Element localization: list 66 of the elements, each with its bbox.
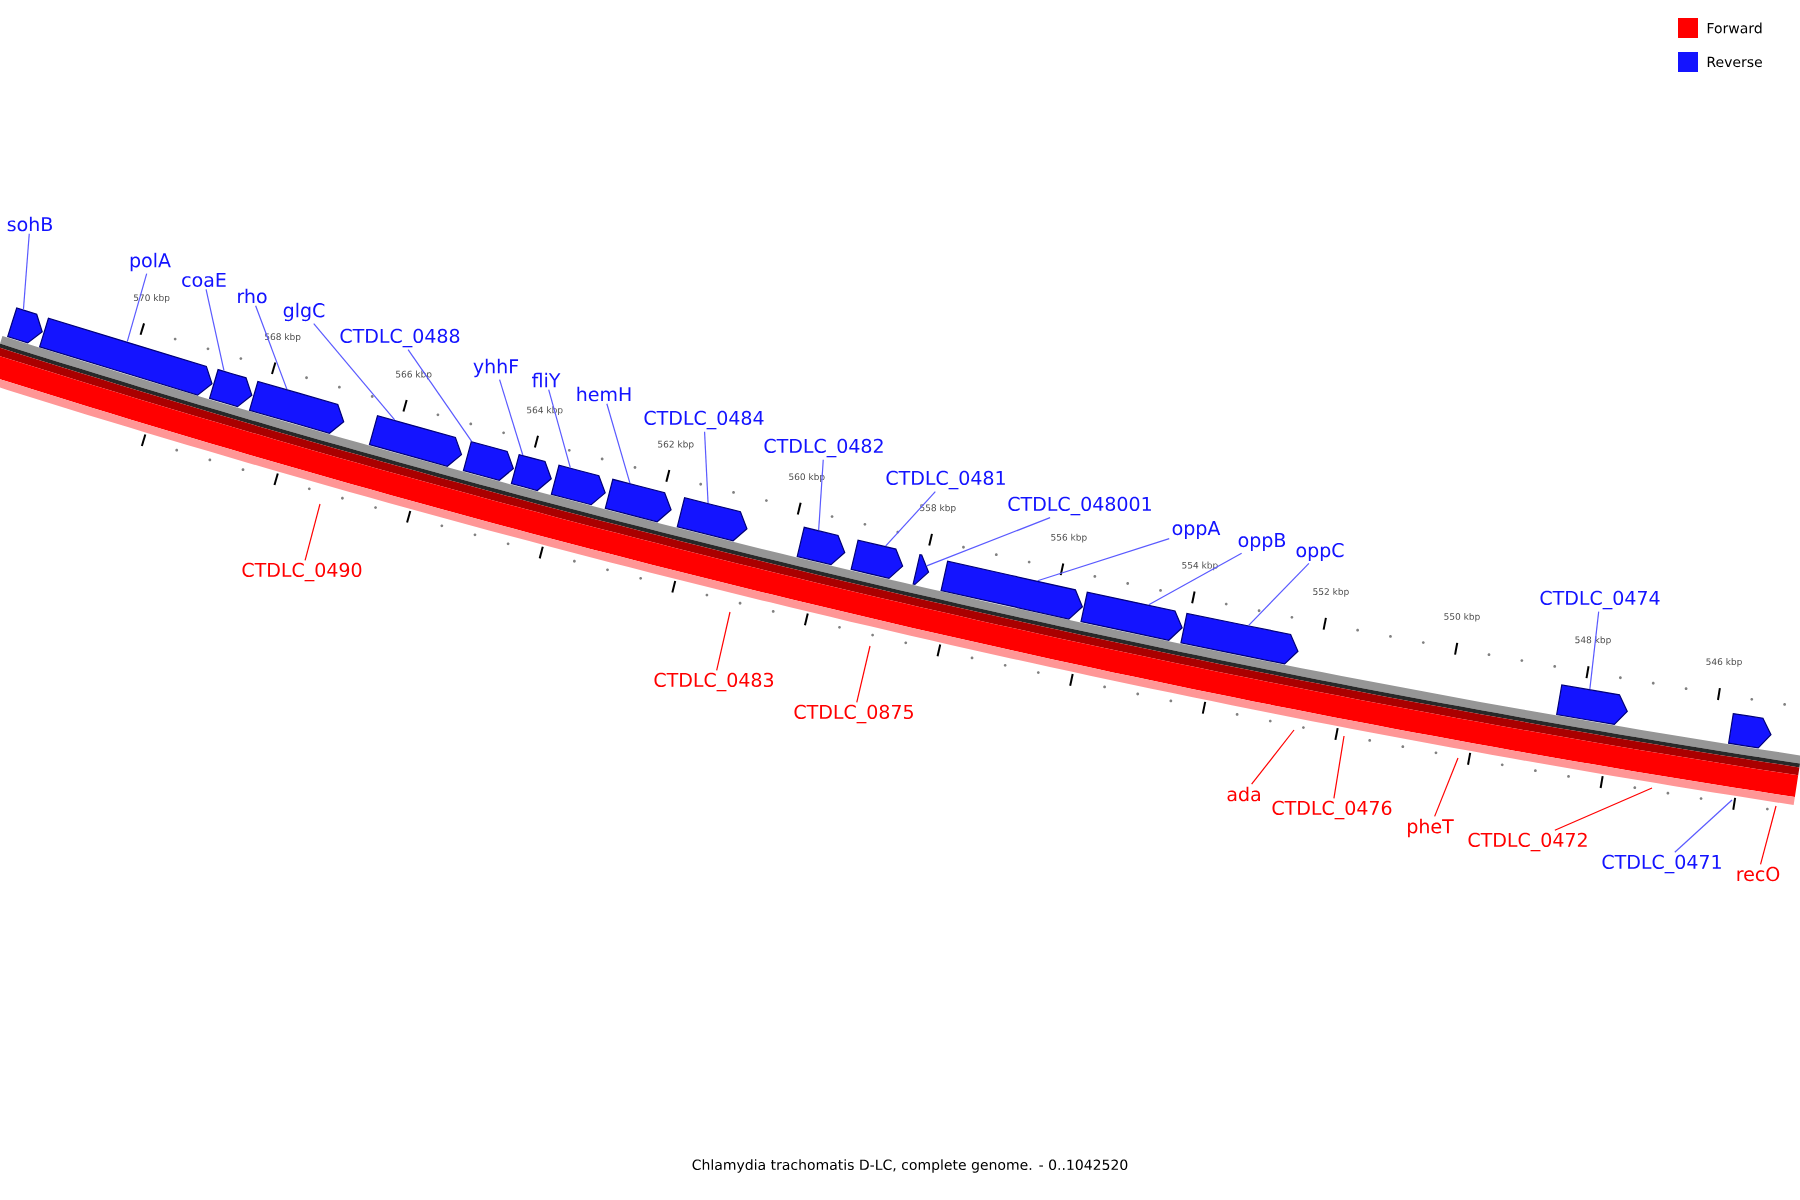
leader-line — [1674, 799, 1733, 853]
leader-line — [1333, 735, 1345, 799]
gene-feature — [604, 478, 672, 523]
leader-line — [205, 288, 225, 372]
gene-label: oppB — [1238, 533, 1286, 551]
gene-label: CTDLC_0483 — [654, 672, 774, 692]
gene-label: CTDLC_0476 — [1272, 800, 1392, 820]
gene-label: rho — [238, 288, 267, 304]
leader-line — [313, 322, 396, 421]
leader-line — [255, 305, 288, 390]
gene-feature — [6, 307, 43, 344]
gene-label: CTDLC_0488 — [340, 328, 460, 348]
gene-label: CTDLC_0875 — [794, 704, 913, 724]
gene-label: pheT — [1408, 818, 1454, 838]
leader-line — [1037, 537, 1170, 582]
gene-label: sohB — [7, 216, 52, 232]
gene-feature — [1180, 612, 1299, 665]
gene-feature — [850, 539, 904, 579]
gene-label: CTDLC_0472 — [1468, 832, 1587, 852]
leader-line — [126, 272, 148, 343]
leader-line — [22, 233, 30, 311]
gene-label: glgC — [283, 302, 325, 322]
gene-label: CTDLC_0482 — [764, 438, 883, 458]
leader-line — [407, 349, 473, 442]
leader-line — [884, 491, 936, 547]
gene-label: CTDLC_0471 — [1602, 854, 1721, 874]
leader-line — [926, 517, 1051, 567]
gene-label: recO — [1737, 866, 1780, 882]
leader-line — [606, 403, 631, 484]
leader-line — [704, 431, 709, 504]
leader-line — [498, 379, 524, 456]
gene-feature — [248, 380, 345, 434]
leader-line — [818, 459, 824, 531]
gene-label: ada — [1227, 786, 1260, 802]
gene-label: CTDLC_048001 — [1008, 496, 1151, 516]
gene-feature — [940, 560, 1084, 620]
gene-label: CTDLC_0490 — [242, 562, 362, 582]
gene-feature — [796, 526, 846, 566]
leader-line — [1434, 757, 1459, 817]
gene-feature — [38, 317, 213, 396]
leader-line — [548, 389, 571, 469]
gene-label: oppA — [1172, 521, 1221, 539]
gene-feature — [1080, 591, 1183, 641]
leader-line — [1554, 787, 1653, 831]
gene-feature — [1556, 684, 1628, 726]
gene-label: oppC — [1296, 542, 1344, 561]
leader-line — [1148, 552, 1243, 606]
leader-line — [1759, 805, 1777, 865]
gene-label: CTDLC_0484 — [644, 410, 764, 430]
gene-label: CTDLC_0481 — [886, 470, 1005, 490]
gene-label: coaE — [182, 272, 226, 288]
gene-feature — [550, 464, 606, 506]
gene-label: fliY — [532, 372, 561, 388]
gene-label: yhhF — [473, 358, 519, 378]
gene-label: CTDLC_0474 — [1540, 590, 1660, 610]
gene-feature — [368, 415, 463, 467]
leader-line — [1248, 562, 1310, 626]
gene-feature — [912, 554, 930, 585]
leader-line — [1251, 729, 1295, 785]
leader-line — [716, 611, 731, 671]
gene-feature — [676, 497, 748, 542]
leader-line — [1589, 611, 1600, 690]
leader-line — [304, 503, 321, 561]
gene-label: hemH — [577, 386, 631, 402]
gene-label: polA — [130, 252, 171, 272]
leader-line — [856, 645, 871, 703]
